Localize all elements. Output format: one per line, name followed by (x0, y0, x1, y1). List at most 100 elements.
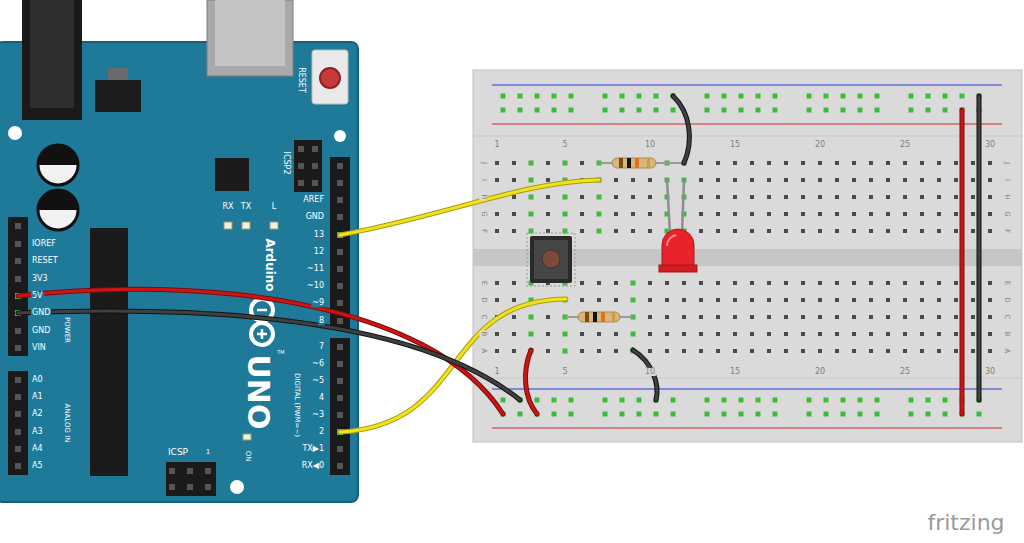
breadboard-hole (563, 161, 568, 166)
breadboard-hole (512, 178, 516, 182)
breadboard-hole (875, 412, 880, 417)
breadboard-hole (699, 315, 703, 319)
breadboard-hole (705, 94, 710, 99)
power-jack (30, 0, 74, 108)
breadboard-hole (954, 315, 958, 319)
breadboard-hole (988, 195, 992, 199)
breadboard-hole (841, 398, 846, 403)
board-led (242, 222, 250, 229)
breadboard-hole (767, 315, 771, 319)
breadboard-hole (920, 178, 924, 182)
header-pin (337, 214, 343, 220)
breadboard-hole (858, 412, 863, 417)
breadboard-hole (818, 178, 822, 182)
led-symbol (659, 265, 697, 272)
breadboard-hole (716, 161, 720, 165)
pin-label: 8 (318, 317, 325, 325)
pin-header (166, 462, 216, 496)
breadboard-hole (512, 229, 516, 233)
arduino-logo (251, 299, 273, 345)
pin-header (330, 338, 350, 475)
breadboard-hole (739, 94, 744, 99)
breadboard-hole (943, 412, 948, 417)
breadboard-hole (495, 178, 499, 182)
breadboard-hole (665, 298, 669, 302)
breadboard-hole (801, 332, 805, 336)
breadboard-hole (580, 298, 584, 302)
breadboard-hole (937, 281, 941, 285)
led-symbol (667, 180, 670, 234)
breadboard-hole (971, 281, 975, 285)
breadboard-hole (801, 195, 805, 199)
breadboard-hole (495, 94, 992, 417)
breadboard-hole (903, 298, 907, 302)
row-letter: C (1003, 314, 1010, 321)
breadboard-hole (671, 412, 676, 417)
resistor-symbol (599, 158, 684, 168)
breadboard-hole (869, 229, 873, 233)
breadboard-hole (971, 332, 975, 336)
pin-label: ~9 (311, 299, 325, 307)
breadboard-hole (988, 298, 992, 302)
breadboard-hole (518, 94, 523, 99)
breadboard-hole (807, 108, 812, 113)
breadboard-hole (920, 229, 924, 233)
breadboard-hole (535, 108, 540, 113)
breadboard-hole (784, 349, 788, 353)
breadboard-hole (988, 281, 992, 285)
breadboard-hole (705, 108, 710, 113)
breadboard-hole (909, 108, 914, 113)
breadboard (473, 378, 1022, 379)
breadboard-hole (512, 195, 516, 199)
breadboard-hole (614, 298, 618, 302)
header-pin (337, 463, 343, 469)
breadboard-hole (903, 229, 907, 233)
breadboard-hole (937, 229, 941, 233)
pin-label: 3V3 (31, 275, 49, 283)
microcontroller-chip (90, 228, 128, 476)
usb-connector (207, 0, 293, 76)
breadboard-hole (756, 398, 761, 403)
breadboard-hole (750, 281, 754, 285)
row-letter: J (1003, 161, 1010, 165)
breadboard-hole (869, 298, 873, 302)
breadboard-hole (960, 94, 965, 99)
breadboard-hole (818, 212, 822, 216)
breadboard-hole (580, 349, 584, 353)
breadboard-hole (495, 332, 499, 336)
breadboard-hole (756, 94, 761, 99)
breadboard-hole (546, 349, 550, 353)
led-symbol (682, 180, 684, 234)
breadboard-hole (501, 94, 506, 99)
breadboard-hole (954, 281, 958, 285)
header-pin (205, 484, 211, 490)
reset-button (320, 68, 340, 88)
breadboard-hole (512, 298, 516, 302)
breadboard-hole (716, 212, 720, 216)
breadboard-hole (716, 229, 720, 233)
breadboard-hole (767, 281, 771, 285)
breadboard-hole (818, 281, 822, 285)
breadboard-hole (920, 281, 924, 285)
breadboard-hole (648, 332, 652, 336)
breadboard (473, 70, 1022, 442)
breadboard-hole (852, 281, 856, 285)
breadboard-hole (903, 161, 907, 165)
jumper-wire (960, 110, 965, 414)
breadboard-hole (926, 108, 931, 113)
breadboard-hole (858, 94, 863, 99)
breadboard-hole (767, 161, 771, 165)
header-label: ICSP2 (282, 151, 290, 176)
breadboard-hole (529, 161, 534, 166)
header-pin (337, 378, 343, 384)
breadboard-hole (852, 229, 856, 233)
header-pin (187, 468, 193, 474)
breadboard-hole (971, 161, 975, 165)
breadboard-hole (937, 212, 941, 216)
breadboard-hole (869, 315, 873, 319)
breadboard-hole (716, 281, 720, 285)
breadboard-hole (580, 161, 584, 165)
breadboard-hole (654, 412, 659, 417)
breadboard-hole (546, 332, 550, 336)
